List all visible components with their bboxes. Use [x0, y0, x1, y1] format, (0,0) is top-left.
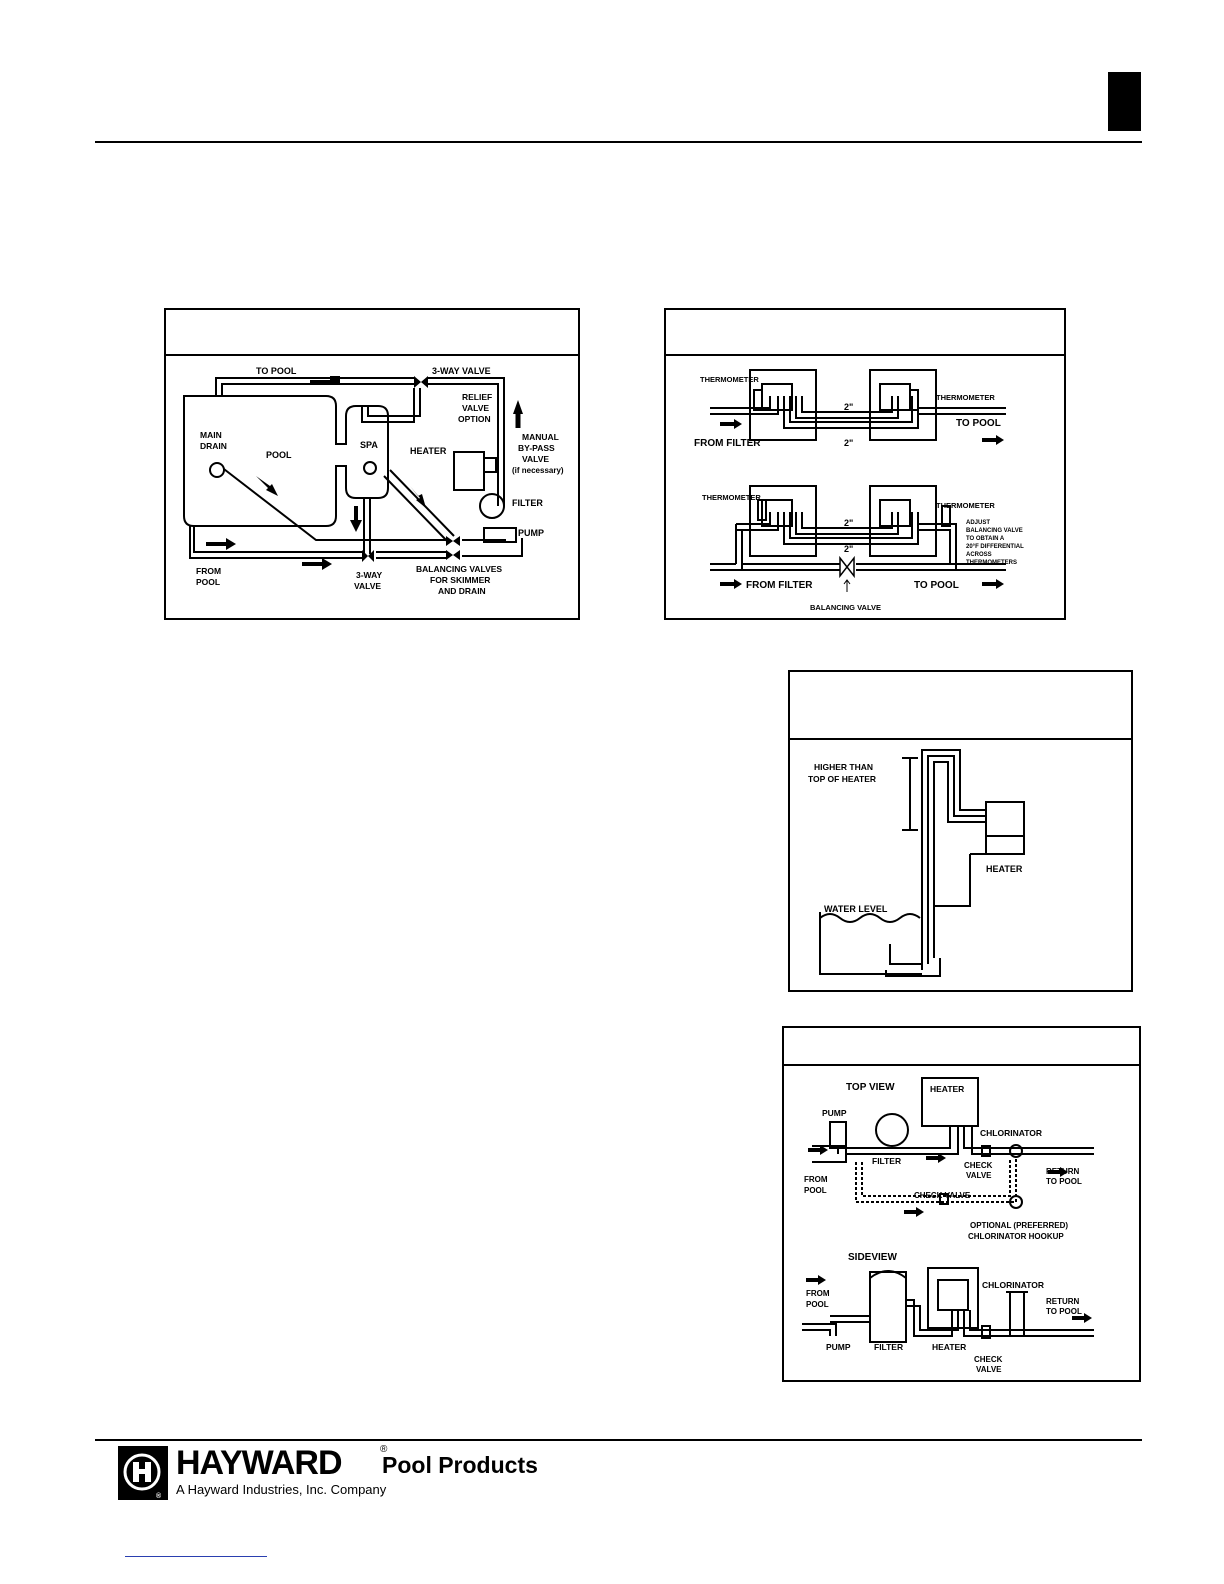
figure-caption-bar: [166, 310, 578, 356]
label-from-pool-2: POOL: [804, 1186, 827, 1195]
label-main-drain-1: MAIN: [200, 430, 222, 440]
label-from-pool-side-2: POOL: [806, 1300, 829, 1309]
label-from-pool-1: FROM: [196, 566, 221, 576]
label-to-pool-1: TO POOL: [956, 418, 1001, 429]
label-2in-2: 2": [844, 438, 853, 448]
label-return-side-1: RETURN: [1046, 1297, 1080, 1306]
company-tagline: A Hayward Industries, Inc. Company: [176, 1482, 387, 1497]
label-3-way-valve-1: 3-WAY: [356, 570, 382, 580]
label-heater: HEATER: [986, 864, 1023, 874]
label-manual-2: BY-PASS: [518, 443, 555, 453]
figure-chlorinator-hookup: TOP VIEW HEATER PUMP CHLORINATOR FILTER …: [782, 1026, 1141, 1382]
label-relief-1: RELIEF: [462, 392, 492, 402]
chlorinator-diagram: TOP VIEW HEATER PUMP CHLORINATOR FILTER …: [802, 1077, 1094, 1374]
label-main-drain-2: DRAIN: [200, 441, 227, 451]
label-adjust-1: ADJUST: [966, 520, 990, 526]
label-adjust-6: THERMOMETERS: [966, 560, 1017, 566]
header-rule: [95, 141, 1142, 143]
label-manual-1: MANUAL: [522, 432, 559, 442]
label-pump-top: PUMP: [822, 1108, 847, 1118]
label-2in-4: 2": [844, 544, 853, 554]
label-balancing-valve: BALANCING VALVE: [810, 603, 881, 612]
product-line: Pool Products: [382, 1452, 538, 1478]
label-from-pool-2: POOL: [196, 577, 220, 587]
label-relief-2: VALVE: [462, 403, 489, 413]
label-heater-top: HEATER: [930, 1084, 964, 1094]
label-3-way-valve-2: VALVE: [354, 581, 381, 591]
label-higher-1: HIGHER THAN: [814, 762, 873, 772]
label-return-side-2: TO POOL: [1046, 1307, 1082, 1316]
label-top-view: TOP VIEW: [846, 1082, 895, 1093]
label-pump: PUMP: [518, 528, 544, 538]
label-from-pool-side-1: FROM: [806, 1289, 830, 1298]
label-manual-3: VALVE: [522, 454, 549, 464]
section-tab: [1108, 72, 1141, 131]
figure-caption-bar: [790, 672, 1131, 740]
label-relief-3: OPTION: [458, 414, 491, 424]
label-adjust-3: TO OBTAIN A: [966, 536, 1005, 542]
label-spa: SPA: [360, 440, 378, 450]
label-check-valve-2: VALVE: [966, 1171, 992, 1180]
hayward-emblem-icon: ®: [118, 1446, 168, 1500]
label-manual-4: (if necessary): [512, 466, 564, 475]
registered-mark: ®: [380, 1444, 388, 1455]
label-heater-side: HEATER: [932, 1342, 966, 1352]
figure-multiple-heaters: THERMOMETER THERMOMETER 2" TO POOL FROM …: [664, 308, 1066, 620]
label-balancing-1: BALANCING VALVES: [416, 564, 502, 574]
footer-link-underline[interactable]: [125, 1556, 267, 1557]
label-thermometer-3: THERMOMETER: [702, 493, 761, 502]
label-balancing-2: FOR SKIMMER: [430, 575, 490, 585]
label-check-valve-inline: CHECK VALVE: [914, 1191, 971, 1200]
label-2in-3: 2": [844, 518, 853, 528]
label-filter-top: FILTER: [872, 1156, 901, 1166]
label-return-1: RETURN: [1046, 1167, 1080, 1176]
label-valve-side: VALVE: [976, 1365, 1002, 1374]
label-adjust-2: BALANCING VALVE: [966, 528, 1023, 534]
label-3-way-valve-top: 3-WAY VALVE: [432, 366, 491, 376]
label-to-pool-2: TO POOL: [914, 580, 959, 591]
label-pump-side: PUMP: [826, 1342, 851, 1352]
label-filter-side: FILTER: [874, 1342, 903, 1352]
figure-pool-spa-plumbing: TO POOL 3-WAY VALVE RELIEF VALVE OPTION …: [164, 308, 580, 620]
label-higher-2: TOP OF HEATER: [808, 774, 876, 784]
label-pool: POOL: [266, 450, 292, 460]
label-from-filter-2: FROM FILTER: [746, 580, 813, 591]
label-optional-2: CHLORINATOR HOOKUP: [968, 1232, 1064, 1241]
multiple-heaters-diagram: THERMOMETER THERMOMETER 2" TO POOL FROM …: [694, 369, 1024, 612]
label-balancing-3: AND DRAIN: [438, 586, 486, 596]
label-heater: HEATER: [410, 446, 447, 456]
label-to-pool: TO POOL: [256, 366, 297, 376]
footer-rule: [95, 1439, 1142, 1441]
hayward-logo: ® HAYWARD ® Pool Products A Hayward Indu…: [118, 1444, 548, 1500]
label-return-2: TO POOL: [1046, 1177, 1082, 1186]
label-2in-1: 2": [844, 402, 853, 412]
svg-text:®: ®: [156, 1492, 162, 1500]
label-optional-1: OPTIONAL (PREFERRED): [970, 1221, 1068, 1230]
label-check-valve-1: CHECK: [964, 1161, 993, 1170]
label-check-side: CHECK: [974, 1355, 1003, 1364]
label-water-level: WATER LEVEL: [824, 904, 888, 914]
figure-heater-below-water: HIGHER THAN TOP OF HEATER HEATER WATER L…: [788, 670, 1133, 992]
label-thermometer-4: THERMOMETER: [936, 501, 995, 510]
brand-name: HAYWARD: [176, 1444, 343, 1482]
label-from-pool-1: FROM: [804, 1175, 828, 1184]
label-side-view: SIDEVIEW: [848, 1252, 897, 1263]
label-thermometer-1: THERMOMETER: [700, 375, 759, 384]
label-adjust-5: ACROSS: [966, 552, 992, 558]
figure-caption-bar: [784, 1028, 1139, 1066]
figure-caption-bar: [666, 310, 1064, 356]
label-thermometer-2: THERMOMETER: [936, 393, 995, 402]
label-chlorinator-top: CHLORINATOR: [980, 1128, 1042, 1138]
pool-spa-diagram: TO POOL 3-WAY VALVE RELIEF VALVE OPTION …: [183, 366, 564, 596]
label-chlorinator-side: CHLORINATOR: [982, 1280, 1044, 1290]
heater-below-water-diagram: HIGHER THAN TOP OF HEATER HEATER WATER L…: [808, 749, 1025, 977]
label-adjust-4: 20°F DIFFERENTIAL: [966, 544, 1024, 550]
label-from-filter-1: FROM FILTER: [694, 438, 761, 449]
label-filter: FILTER: [512, 498, 543, 508]
